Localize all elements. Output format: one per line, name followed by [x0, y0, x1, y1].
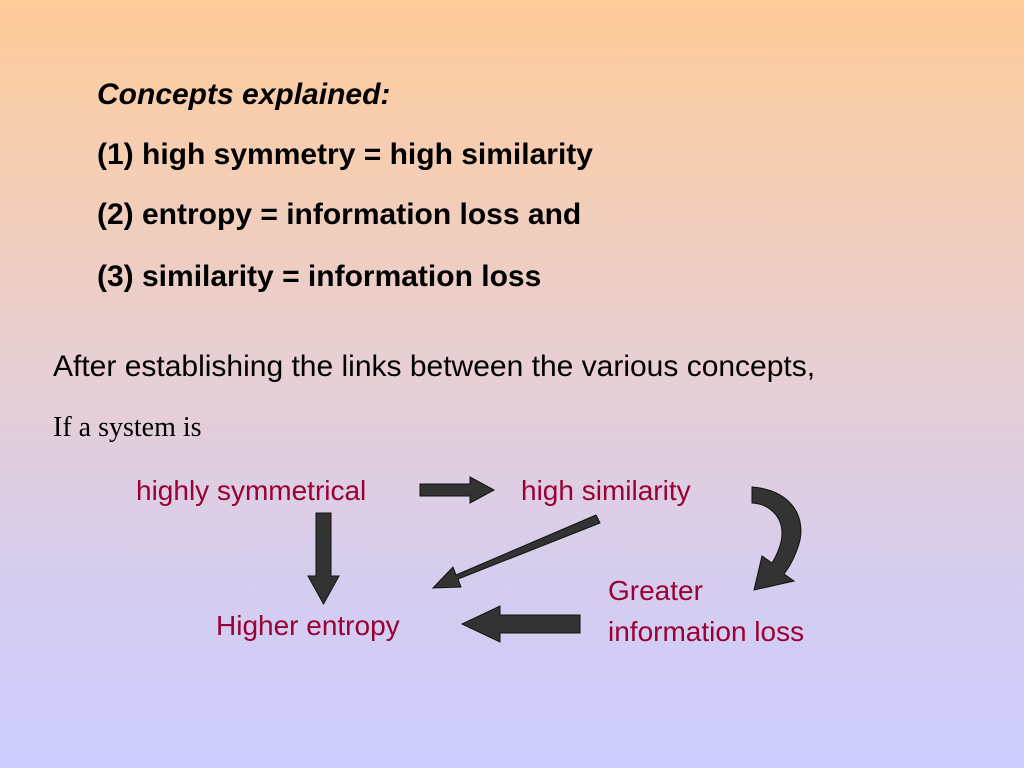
- arrow-down-icon: [307, 512, 340, 606]
- concept-item-3: (3) similarity = information loss: [97, 260, 542, 293]
- intro-text: After establishing the links between the…: [53, 350, 816, 383]
- concept-item-1: (1) high symmetry = high similarity: [97, 138, 593, 171]
- node-greater-information-loss: Greater information loss: [608, 570, 868, 652]
- lead-text: If a system is: [53, 412, 202, 443]
- node-high-similarity: high similarity: [521, 475, 691, 506]
- node-loss-line-2: information loss: [608, 616, 805, 647]
- arrow-left-icon: [460, 605, 581, 643]
- concepts-heading: Concepts explained:: [97, 78, 391, 111]
- arrow-diagonal-icon: [431, 514, 601, 589]
- node-higher-entropy: Higher entropy: [216, 610, 400, 641]
- node-loss-line-1: Greater: [608, 575, 703, 606]
- concept-item-2: (2) entropy = information loss and: [97, 198, 582, 231]
- arrow-curved-icon: [751, 486, 802, 591]
- arrow-right-icon: [419, 476, 496, 504]
- node-highly-symmetrical: highly symmetrical: [136, 475, 367, 506]
